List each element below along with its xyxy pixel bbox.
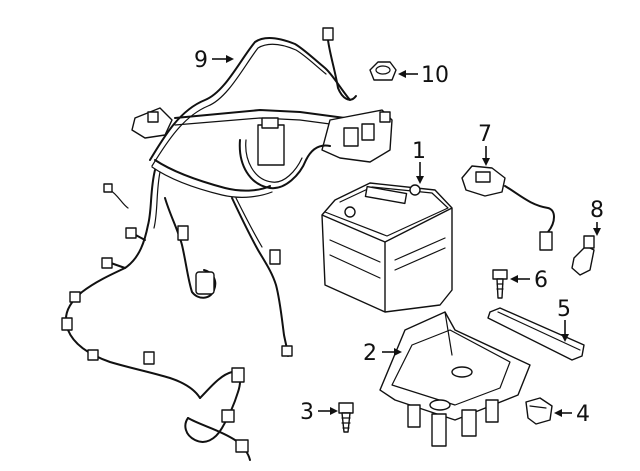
callout-4: 4 [576, 402, 590, 427]
bolt-6 [492, 269, 508, 299]
battery [321, 182, 453, 313]
nut-10 [369, 61, 397, 81]
callout-6: 6 [534, 268, 548, 293]
clip-4 [525, 397, 553, 425]
callout-10: 10 [421, 63, 449, 88]
callout-5: 5 [557, 297, 571, 322]
negative-cable [461, 165, 555, 251]
callout-9: 9 [194, 48, 208, 73]
callout-2: 2 [363, 341, 377, 366]
callout-1: 1 [412, 139, 426, 164]
callout-7: 7 [478, 122, 492, 147]
terminal-8 [571, 235, 595, 276]
bolt-3 [338, 402, 354, 433]
callout-3: 3 [300, 400, 314, 425]
battery-tray [379, 311, 531, 447]
wiring-harness [61, 27, 393, 461]
callout-8: 8 [590, 198, 604, 223]
hold-down-bracket [487, 307, 585, 361]
callout-labels: 1 2 3 4 5 6 7 8 9 10 [194, 48, 604, 427]
callout-arrows [212, 55, 601, 417]
